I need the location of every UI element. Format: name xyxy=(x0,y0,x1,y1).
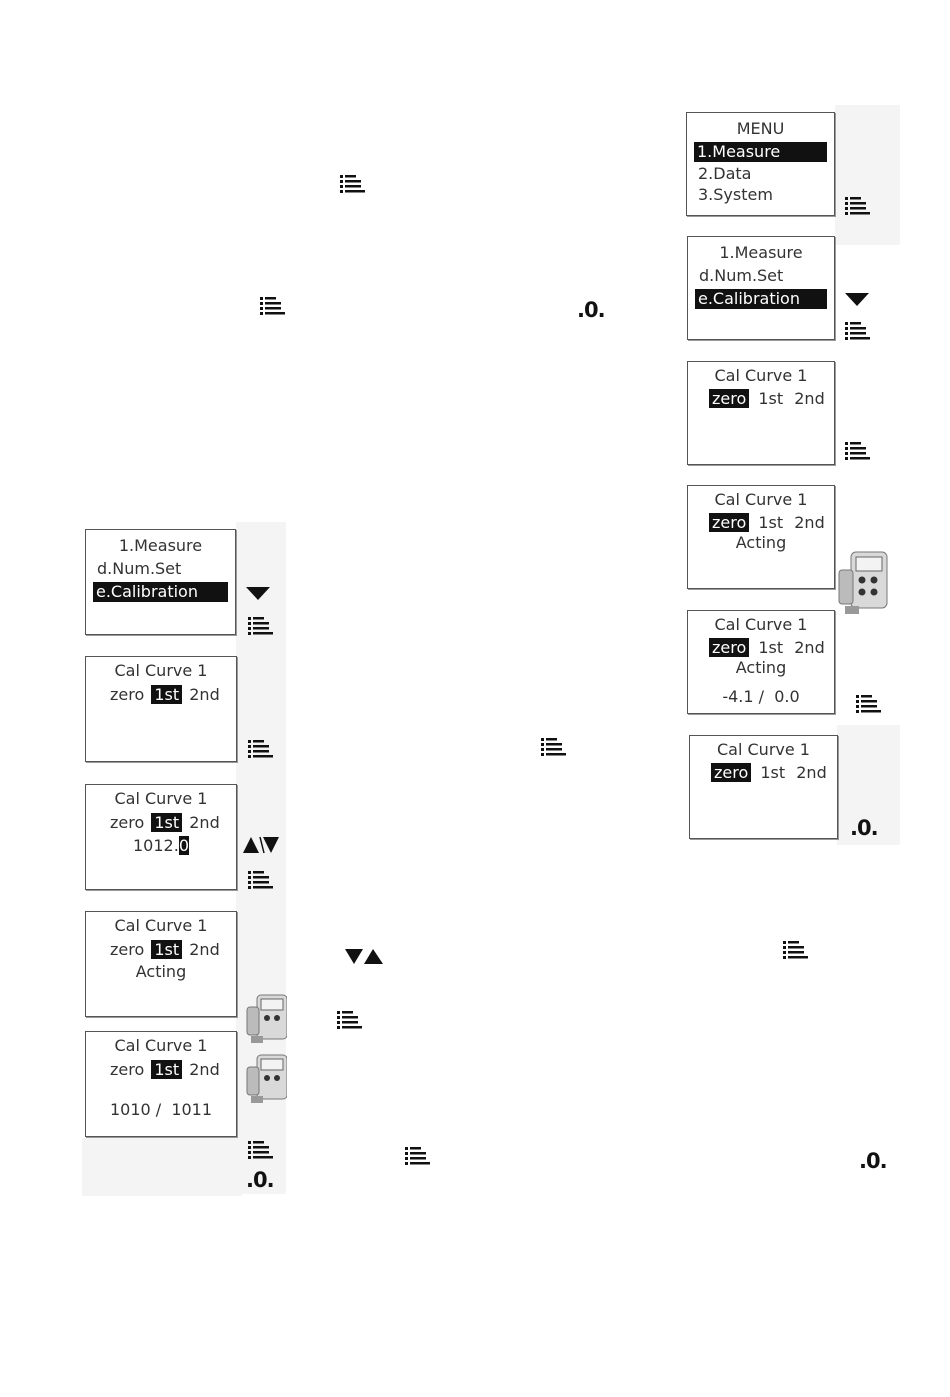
measure-item-calibration: e.Calibration xyxy=(695,289,827,309)
up-down-arrows-icon xyxy=(243,836,279,854)
cal-title: Cal Curve 1 xyxy=(114,916,208,935)
menu-key-icon xyxy=(541,738,566,756)
cal-option-1st: 1st xyxy=(151,940,183,959)
lcd-cal-left-3: Cal Curve 1 zero 1st 2nd Acting xyxy=(85,911,237,1017)
cal-title: Cal Curve 1 xyxy=(114,1036,208,1055)
measure-item-numset: d.Num.Set xyxy=(97,559,182,578)
cal-options: zero 1st 2nd xyxy=(110,940,236,959)
menu-key-icon xyxy=(337,1011,362,1029)
zero-key-icon: .0. xyxy=(850,816,879,840)
cal-option-1st: 1st xyxy=(758,389,784,408)
cal-reading: 1010 / 1011 xyxy=(109,1100,213,1119)
cal-option-zero: zero xyxy=(110,813,145,832)
cal-title: Cal Curve 1 xyxy=(714,615,808,634)
down-arrow-icon xyxy=(845,293,869,306)
cal-title: Cal Curve 1 xyxy=(717,740,810,759)
lcd-cal-right-3: Cal Curve 1 zero 1st 2nd Acting -4.1 / 0… xyxy=(687,610,835,714)
cal-title: Cal Curve 1 xyxy=(714,366,808,385)
cal-option-zero: zero xyxy=(709,389,750,408)
cal-options: zero 1st 2nd xyxy=(709,638,834,657)
lcd-measure-right: 1.Measure d.Num.Set e.Calibration xyxy=(687,236,835,340)
menu-item-system: 3.System xyxy=(698,185,773,204)
cal-option-zero: zero xyxy=(709,638,750,657)
zero-key-icon: .0. xyxy=(859,1149,888,1173)
cal-option-2nd: 2nd xyxy=(189,1060,220,1079)
menu-key-icon xyxy=(845,197,870,215)
cal-option-zero: zero xyxy=(110,1060,145,1079)
cal-status: Acting xyxy=(735,658,787,677)
meter-device-icon xyxy=(838,551,888,614)
cal-title: Cal Curve 1 xyxy=(714,490,808,509)
measure-title: 1.Measure xyxy=(719,243,803,262)
cal-options: zero 1st 2nd xyxy=(709,513,834,532)
cal-status: Acting xyxy=(735,533,787,552)
menu-key-icon xyxy=(260,297,285,315)
cal-option-2nd: 2nd xyxy=(794,638,825,657)
cal-reading: -4.1 / 0.0 xyxy=(722,687,800,706)
cal-title: Cal Curve 1 xyxy=(114,661,208,680)
cal-option-zero: zero xyxy=(110,940,145,959)
cal-option-2nd: 2nd xyxy=(794,389,825,408)
cal-options: zero 1st 2nd xyxy=(709,389,834,408)
zero-key-icon: .0. xyxy=(246,1168,275,1192)
menu-key-icon xyxy=(248,617,273,635)
measure-item-numset: d.Num.Set xyxy=(699,266,784,285)
menu-key-icon xyxy=(845,442,870,460)
cal-option-2nd: 2nd xyxy=(189,940,220,959)
cal-option-2nd: 2nd xyxy=(189,813,220,832)
measure-title: 1.Measure xyxy=(118,536,203,555)
menu-key-icon xyxy=(405,1147,430,1165)
menu-key-icon xyxy=(845,322,870,340)
menu-title: MENU xyxy=(736,119,785,138)
cal-value: 1012.0 xyxy=(86,836,236,855)
screen-shadow xyxy=(835,105,900,245)
cal-option-2nd: 2nd xyxy=(189,685,220,704)
cal-title: Cal Curve 1 xyxy=(114,789,208,808)
cal-option-1st: 1st xyxy=(151,813,183,832)
menu-key-icon xyxy=(248,740,273,758)
lcd-cal-right-4: Cal Curve 1 zero 1st 2nd xyxy=(689,735,838,839)
cal-options: zero 1st 2nd xyxy=(110,1060,236,1079)
meter-device-icon xyxy=(246,1054,287,1103)
menu-key-icon xyxy=(340,175,365,193)
cal-option-1st: 1st xyxy=(151,1060,183,1079)
cal-options: zero 1st 2nd xyxy=(711,763,837,782)
lcd-cal-left-1: Cal Curve 1 zero 1st 2nd xyxy=(85,656,237,762)
cal-value-cursor: 0 xyxy=(178,836,189,855)
cal-option-2nd: 2nd xyxy=(796,763,827,782)
measure-item-calibration: e.Calibration xyxy=(93,582,228,602)
lcd-cal-right-2: Cal Curve 1 zero 1st 2nd Acting xyxy=(687,485,835,589)
menu-item-data: 2.Data xyxy=(698,164,752,183)
lcd-menu: MENU 1.Measure 2.Data 3.System xyxy=(686,112,835,216)
cal-options: zero 1st 2nd xyxy=(110,813,236,832)
menu-key-icon xyxy=(248,1141,273,1159)
zero-key-icon: .0. xyxy=(577,298,606,322)
cal-option-1st: 1st xyxy=(758,513,784,532)
menu-key-icon xyxy=(856,695,881,713)
menu-key-icon xyxy=(783,941,808,959)
meter-device-icon xyxy=(246,994,287,1043)
cal-option-1st: 1st xyxy=(758,638,784,657)
cal-option-2nd: 2nd xyxy=(794,513,825,532)
cal-option-1st: 1st xyxy=(760,763,786,782)
cal-option-zero: zero xyxy=(709,513,750,532)
cal-options: zero 1st 2nd xyxy=(110,685,236,704)
cal-status: Acting xyxy=(135,962,187,981)
lcd-measure-left: 1.Measure d.Num.Set e.Calibration xyxy=(85,529,236,635)
down-arrow-icon xyxy=(246,587,270,600)
cal-option-zero: zero xyxy=(711,763,752,782)
menu-key-icon xyxy=(248,871,273,889)
menu-item-measure: 1.Measure xyxy=(694,142,827,162)
cal-value-digits: 1012. xyxy=(133,836,179,855)
cal-option-1st: 1st xyxy=(151,685,183,704)
lcd-cal-left-4: Cal Curve 1 zero 1st 2nd 1010 / 1011 xyxy=(85,1031,237,1137)
lcd-cal-right-1: Cal Curve 1 zero 1st 2nd xyxy=(687,361,835,465)
lcd-cal-left-2: Cal Curve 1 zero 1st 2nd 1012.0 xyxy=(85,784,237,890)
cal-option-zero: zero xyxy=(110,685,145,704)
screen-shadow xyxy=(837,725,900,845)
down-up-arrows-icon xyxy=(345,949,383,964)
screen-shadow xyxy=(82,1138,242,1196)
